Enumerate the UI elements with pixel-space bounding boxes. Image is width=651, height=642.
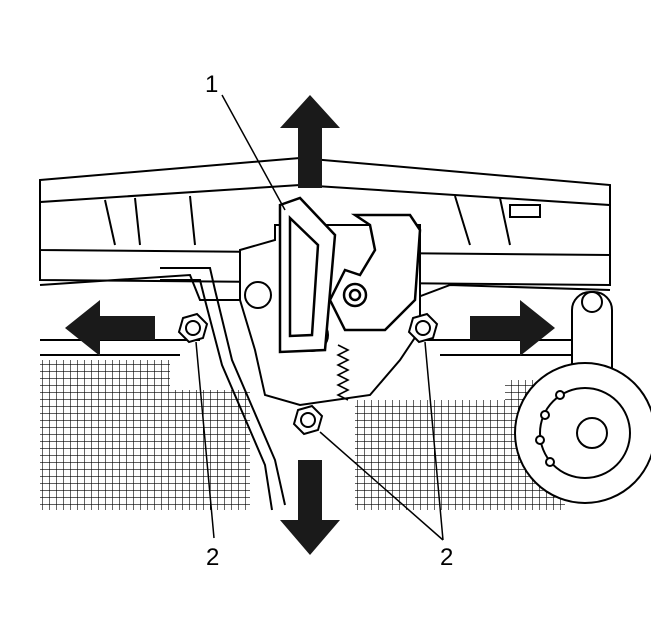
arrow-left-icon: [65, 300, 155, 356]
arrow-right-icon: [470, 300, 555, 356]
arrow-down-icon: [280, 460, 340, 555]
latch-hook: [278, 196, 422, 354]
arrow-up-icon: [280, 95, 340, 188]
release-cable: [160, 267, 286, 511]
callout-2-right: 2: [440, 544, 453, 571]
callout-1: 1: [205, 71, 218, 98]
bolt-left: [177, 312, 209, 344]
bolt-right: [407, 312, 439, 344]
latch-spring: [336, 344, 350, 401]
callout-2-left: 2: [206, 544, 219, 571]
support-bracket: [514, 291, 651, 504]
bolt-bottom: [292, 404, 324, 436]
leader-lines: [195, 94, 444, 541]
